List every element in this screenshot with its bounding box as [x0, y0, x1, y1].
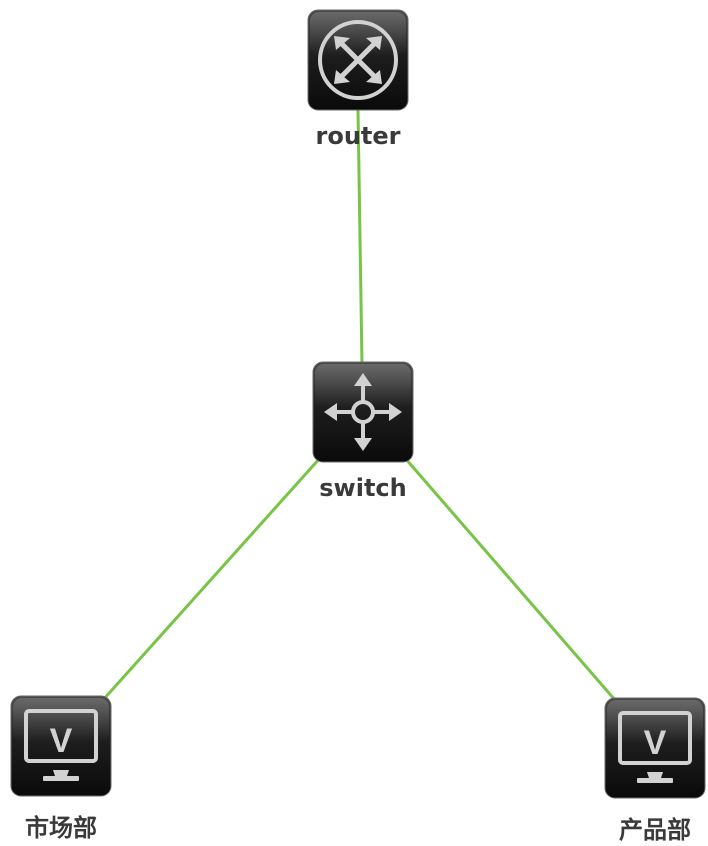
router-device[interactable] — [307, 9, 409, 111]
links — [101, 109, 617, 702]
switch-icon — [324, 373, 402, 451]
switch-label: switch — [319, 474, 406, 502]
node-router[interactable]: router — [307, 9, 409, 150]
router-icon — [318, 20, 398, 100]
router-label: router — [316, 122, 401, 150]
svg-text:V: V — [644, 724, 667, 762]
pc-product-label: 产品部 — [619, 816, 691, 844]
monitor-v-icon: V — [618, 711, 692, 783]
pc-market-device[interactable]: V — [10, 695, 112, 797]
node-switch[interactable]: switch — [312, 361, 414, 502]
node-pc-product[interactable]: V 产品部 — [604, 697, 706, 844]
monitor-v-icon: V — [24, 709, 98, 781]
node-pc-market[interactable]: V 市场部 — [10, 695, 112, 842]
link-router-switch[interactable] — [356, 109, 364, 366]
pc-market-label: 市场部 — [25, 814, 97, 842]
pc-product-device[interactable]: V — [604, 697, 706, 799]
switch-device[interactable] — [312, 361, 414, 463]
svg-text:V: V — [50, 722, 73, 760]
link-switch-market[interactable] — [101, 456, 322, 702]
link-switch-product[interactable] — [403, 457, 617, 701]
